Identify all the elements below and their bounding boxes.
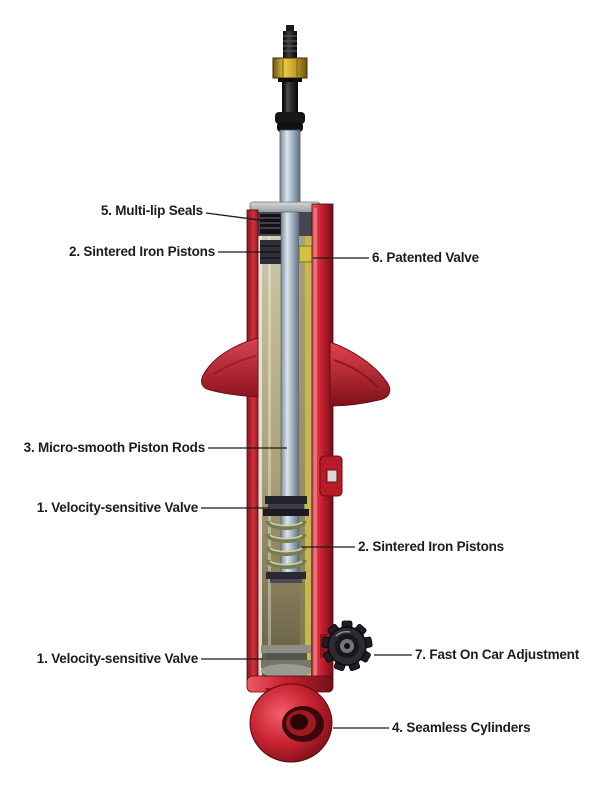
piston-rod-inner xyxy=(280,211,300,575)
piston-valve-assembly-upper xyxy=(263,496,309,516)
label-fast-on-car-adjustment: 7. Fast On Car Adjustment xyxy=(415,647,580,662)
upper-piston xyxy=(260,240,281,264)
piston-rod-upper xyxy=(279,129,301,215)
mounting-tab xyxy=(319,455,343,497)
label-velocity-sensitive-valve-lower: 1. Velocity-sensitive Valve xyxy=(36,651,198,666)
label-sintered-iron-pistons-top: 2. Sintered Iron Pistons xyxy=(69,244,215,259)
base-valve xyxy=(261,645,311,678)
label-sintered-iron-pistons-lower: 2. Sintered Iron Pistons xyxy=(358,539,504,554)
leader-lines xyxy=(201,212,412,729)
hex-nut xyxy=(272,57,308,82)
label-velocity-sensitive-valve-upper: 1. Velocity-sensitive Valve xyxy=(36,500,198,515)
label-multi-lip-seals: 5. Multi-lip Seals xyxy=(100,203,203,218)
inner-cylinder-cutaway xyxy=(258,210,314,688)
adjuster-gear xyxy=(320,620,373,672)
label-micro-smooth-piston-rods: 3. Micro-smooth Piston Rods xyxy=(23,440,206,455)
label-seamless-cylinders: 4. Seamless Cylinders xyxy=(392,720,531,735)
leader-multi-lip-seals xyxy=(205,212,268,222)
threaded-stem xyxy=(283,25,297,58)
bump-stop xyxy=(275,82,305,132)
spring-seat-bracket xyxy=(201,337,391,407)
eye-mount xyxy=(249,683,333,763)
label-patented-valve: 6. Patented Valve xyxy=(372,250,479,265)
patented-valve-part xyxy=(298,245,313,263)
piston-valve-assembly-lower xyxy=(266,572,306,583)
